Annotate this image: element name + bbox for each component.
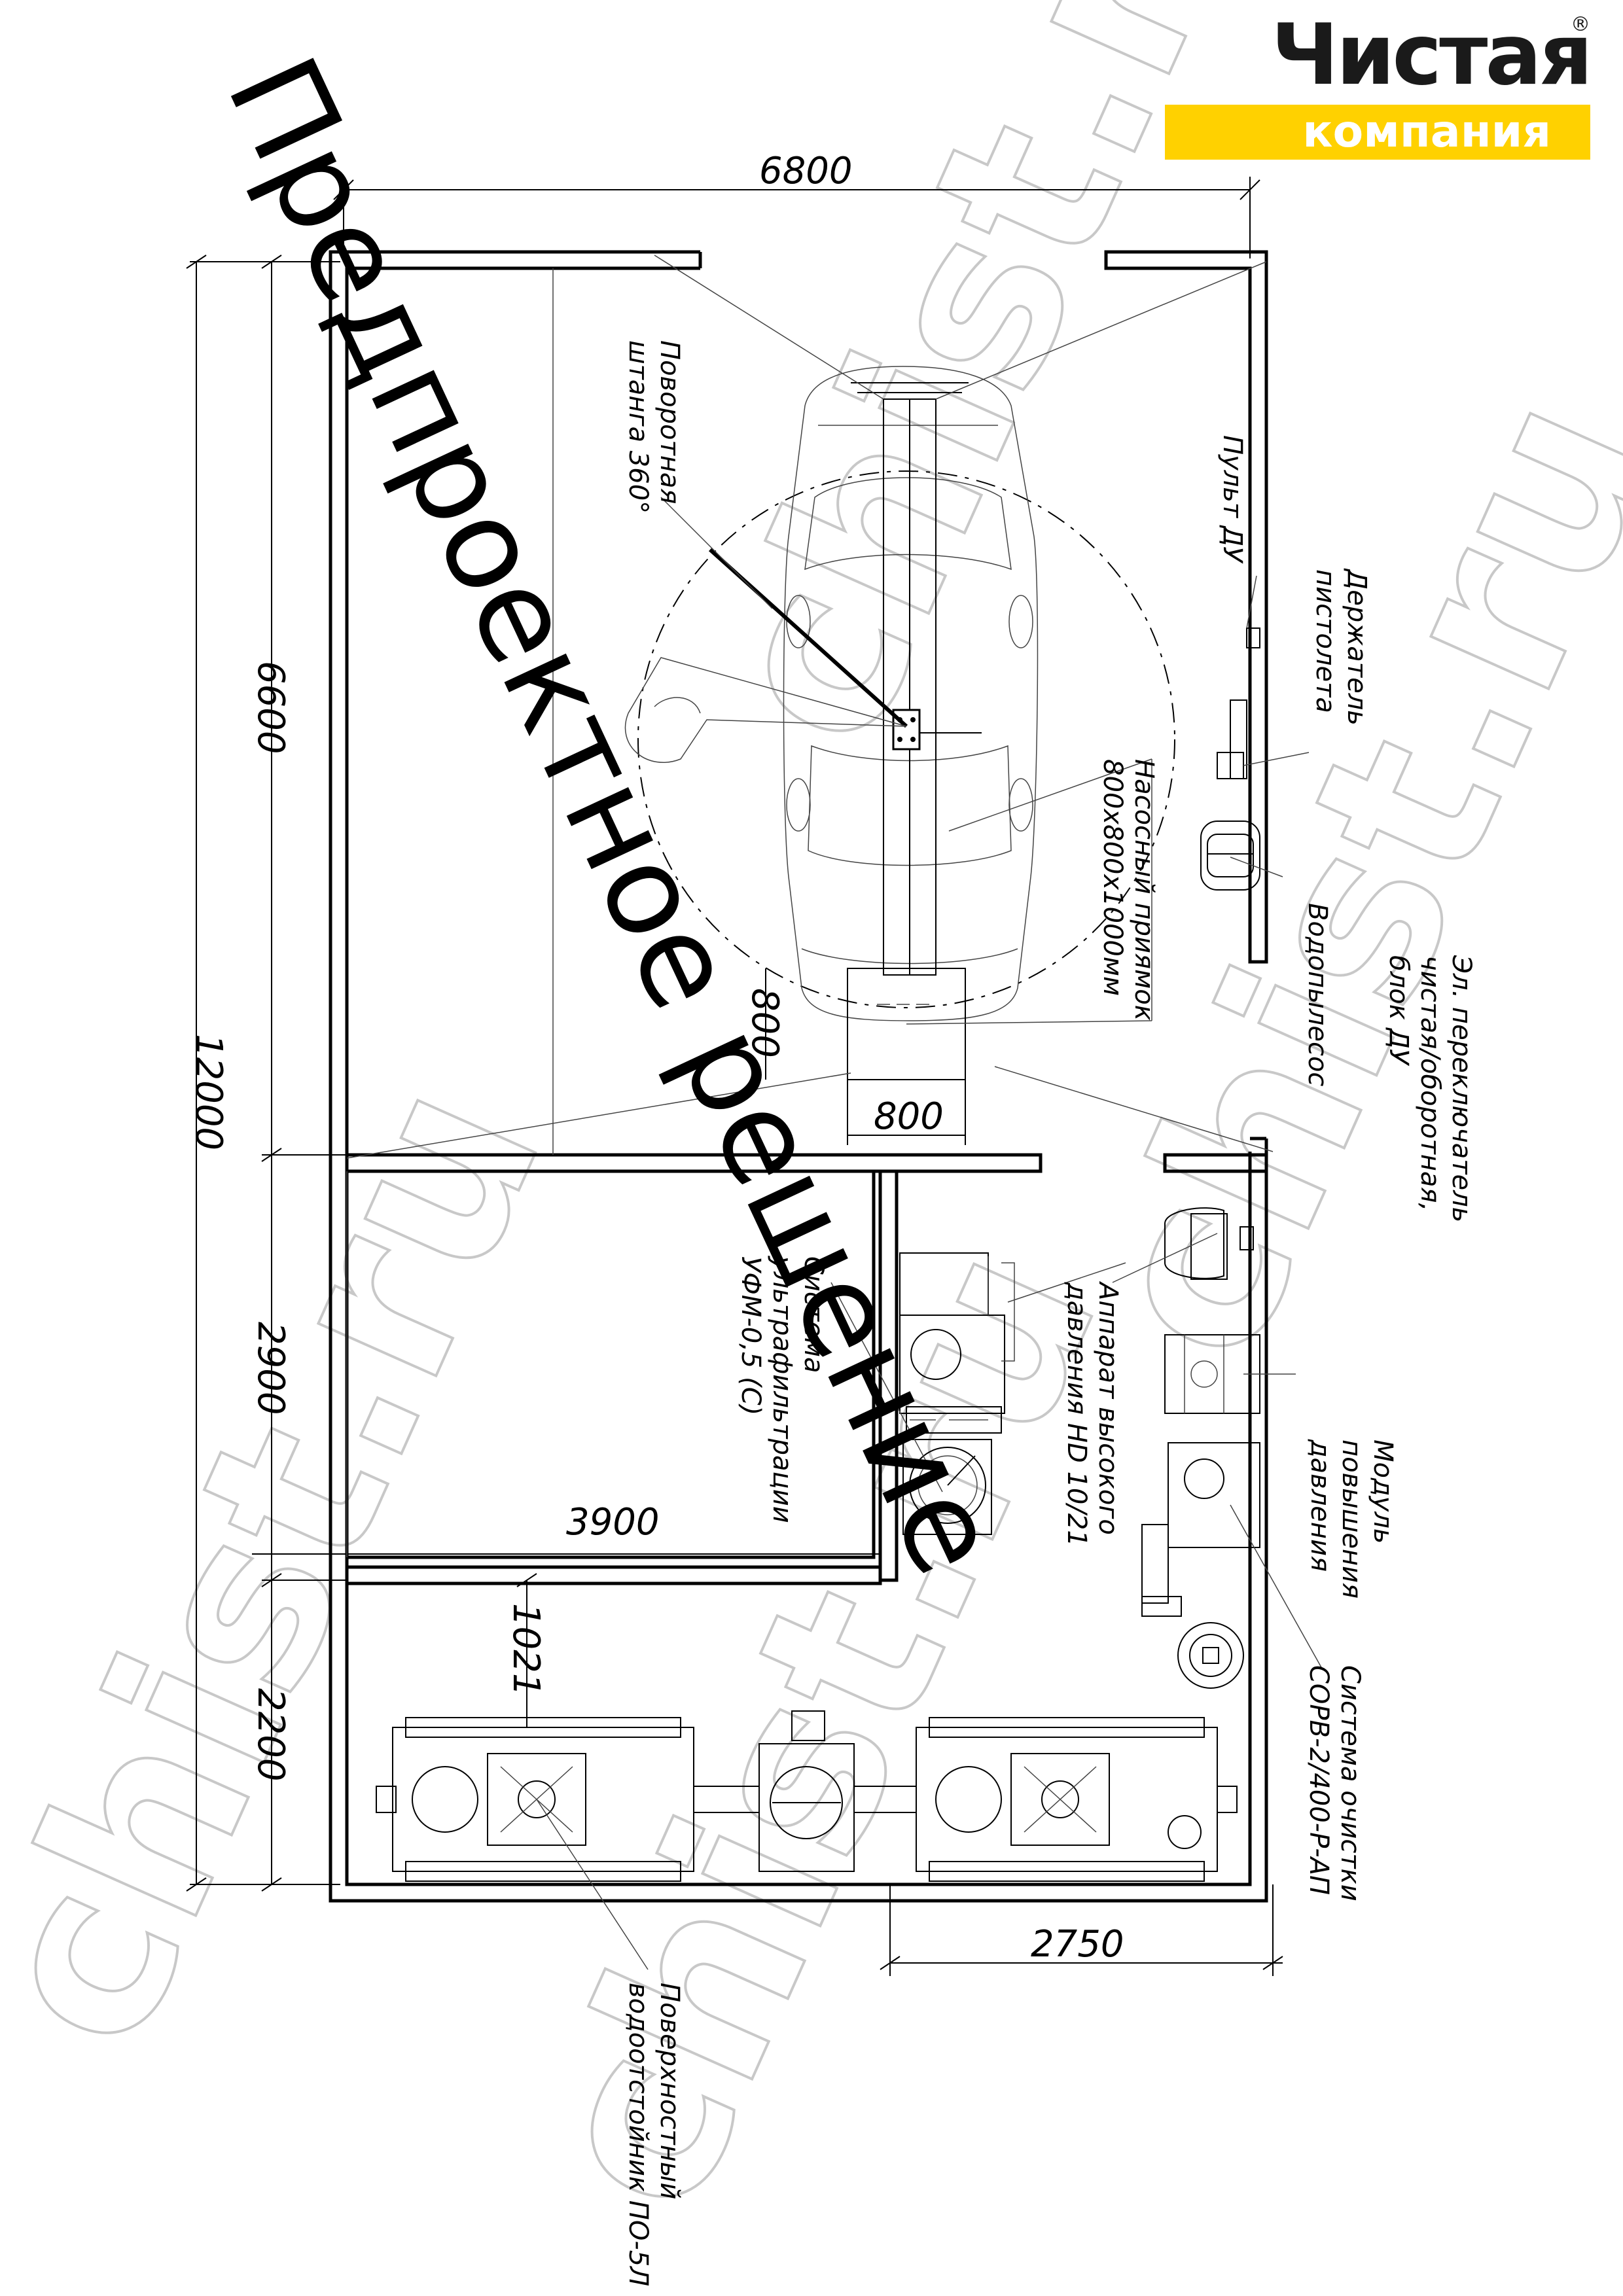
logo-registered-mark: ® <box>1571 13 1590 36</box>
svg-text:чистая/оборотная,: чистая/оборотная, <box>1415 955 1445 1211</box>
dim-right-room-width: 2750 <box>1031 1923 1124 1966</box>
svg-text:блок ДУ: блок ДУ <box>1383 955 1414 1067</box>
label-boom: Поворотная штанга 360° <box>623 340 685 514</box>
boom-rotation-radius <box>637 470 1175 1008</box>
dim-total-length: 12000 <box>187 1034 230 1150</box>
label-separator: Поверхностный водоотстойник ПО-5Л <box>623 1983 685 2286</box>
separator-tank-right <box>916 1717 1238 1882</box>
gun-holder-icon <box>1230 699 1247 779</box>
treatment-room <box>376 1710 1238 1882</box>
svg-text:800х800х1000мм: 800х800х1000мм <box>1097 759 1128 996</box>
svg-text:Держатель: Держатель <box>1342 568 1372 726</box>
company-logo: Чистая ® компания <box>1158 7 1593 164</box>
tech-room <box>899 1207 1260 1689</box>
remote-control-icon <box>1246 627 1260 648</box>
svg-text:Поверхностный: Поверхностный <box>654 1983 685 2199</box>
svg-text:водоотстойник ПО-5Л: водоотстойник ПО-5Л <box>623 1983 653 2286</box>
svg-text:Модуль: Модуль <box>1368 1439 1398 1544</box>
central-well <box>693 1710 917 1872</box>
svg-text:давления: давления <box>1305 1439 1335 1572</box>
dim-separator-length: 1021 <box>505 1603 547 1697</box>
watermark-layer: chist.ru chist.ru chist.ru chist.ru <box>0 0 1623 2249</box>
logo-line-2: компания <box>1302 106 1551 158</box>
dim-wash-bay-length: 6600 <box>249 661 292 754</box>
high-pressure-unit <box>899 1252 1015 1434</box>
leader-lines <box>346 255 1323 1970</box>
label-remote: Пульт ДУ <box>1217 435 1247 564</box>
dim-middle-room-width: 3900 <box>566 1501 660 1544</box>
dim-treatment-room-length: 2200 <box>249 1688 292 1782</box>
dimension-lines: 6800 12000 6600 2900 2200 3900 2750 800 … <box>186 150 1283 1976</box>
label-water-treatment: Система очистки СОРВ-2/400-Р-АП <box>1304 1665 1365 1901</box>
label-switch: Эл. переключатель чистая/оборотная, блок… <box>1383 955 1476 1222</box>
logo-yellow-bar <box>1165 105 1590 160</box>
switch-box <box>1164 1207 1254 1280</box>
label-booster: Модуль повышения давления <box>1305 1439 1398 1598</box>
svg-text:ультрафильтрации: ультрафильтрации <box>767 1256 797 1523</box>
ultrafiltration-unit <box>902 1439 992 1535</box>
dim-middle-room-length: 2900 <box>249 1322 292 1415</box>
label-pit: Насосный приямок 800х800х1000мм <box>1097 759 1159 1021</box>
svg-text:Система очистки: Система очистки <box>1335 1665 1365 1901</box>
svg-text:УФМ-0,5 (С): УФМ-0,5 (С) <box>736 1256 766 1415</box>
vacuum-cleaner-icon <box>1200 821 1260 891</box>
label-ultrafiltration: Система ультрафильтрации УФМ-0,5 (С) <box>736 1256 829 1523</box>
svg-text:повышения: повышения <box>1336 1439 1366 1598</box>
label-gun-holder: Держатель пистолета <box>1310 568 1372 726</box>
svg-text:Система: Система <box>798 1256 829 1373</box>
dim-pit-length: 800 <box>743 988 786 1058</box>
svg-text:Водопылесос: Водопылесос <box>1302 903 1332 1086</box>
svg-text:пистолета: пистолета <box>1310 569 1340 713</box>
car-outline <box>783 366 1039 1021</box>
svg-text:Аппарат высокого: Аппарат высокого <box>1093 1280 1123 1535</box>
label-hp-unit: Аппарат высокого давления HD 10/21 <box>1061 1280 1123 1547</box>
label-vacuum: Водопылесос <box>1302 903 1332 1086</box>
svg-text:СОРВ-2/400-Р-АП: СОРВ-2/400-Р-АП <box>1304 1665 1334 1895</box>
wash-bay <box>624 366 1260 1080</box>
svg-text:Поворотная: Поворотная <box>654 340 685 504</box>
logo-line-1: Чистая <box>1271 7 1593 104</box>
watermark-text-2: chist.ru <box>0 1046 594 2083</box>
svg-text:давления HD 10/21: давления HD 10/21 <box>1061 1282 1092 1547</box>
pump-pit <box>847 968 966 1080</box>
equipment-labels: Поворотная штанга 360° Насосный приямок … <box>623 340 1476 2286</box>
svg-text:Пульт ДУ: Пульт ДУ <box>1217 435 1247 564</box>
separator-tank-left <box>376 1717 694 1882</box>
building-walls <box>329 250 1268 1903</box>
dim-total-width: 6800 <box>759 150 853 192</box>
svg-text:Насосный приямок: Насосный приямок <box>1129 759 1159 1021</box>
svg-text:штанга 360°: штанга 360° <box>623 340 653 514</box>
dim-pit-width: 800 <box>874 1095 944 1138</box>
svg-text:Эл. переключатель: Эл. переключатель <box>1446 955 1476 1222</box>
water-treatment-system <box>1141 1442 1260 1689</box>
